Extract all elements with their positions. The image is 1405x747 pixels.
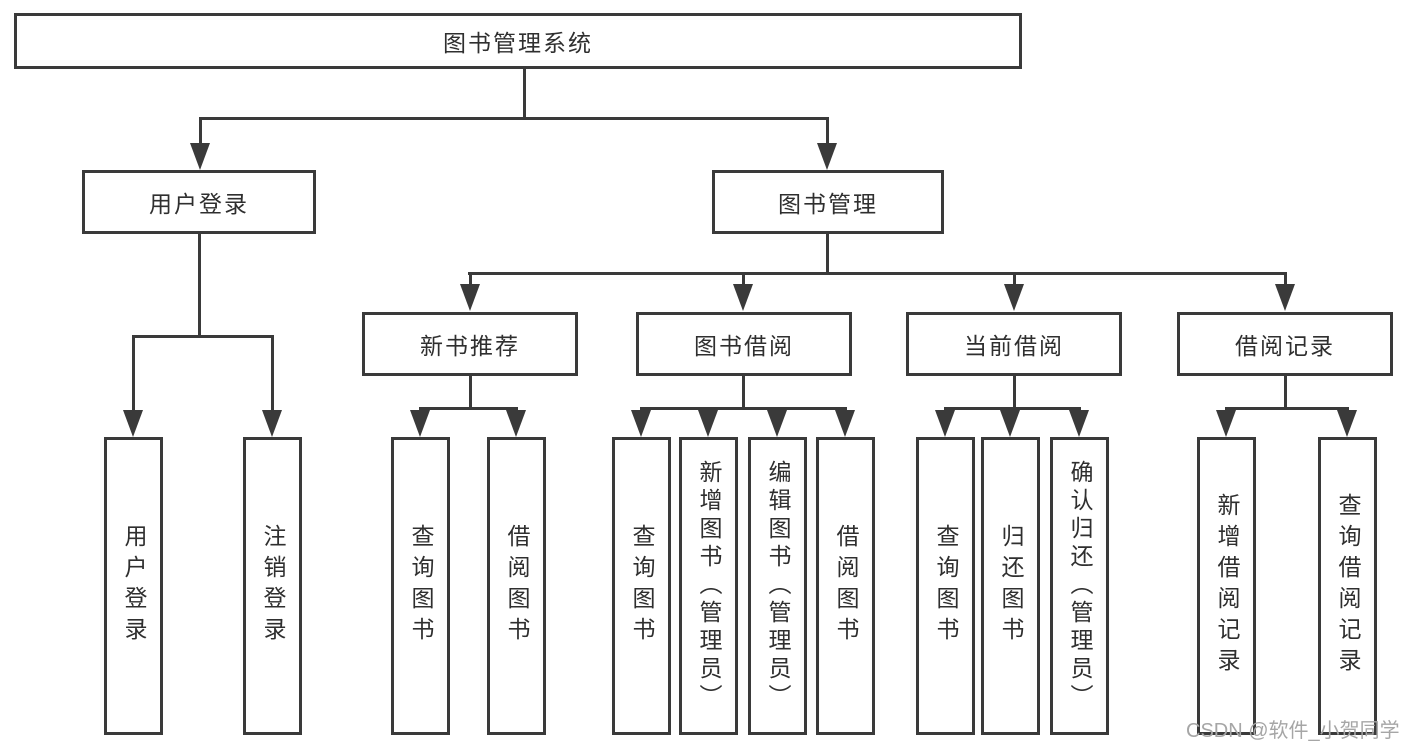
node-label: 当前借阅 bbox=[964, 333, 1064, 359]
arrow-down-icon bbox=[835, 410, 855, 437]
arrow-down-icon bbox=[1004, 284, 1024, 311]
connector-line bbox=[199, 118, 202, 145]
arrow-down-icon bbox=[817, 143, 837, 170]
connector-line bbox=[419, 407, 518, 410]
leaf-logout: 注销登录 bbox=[243, 437, 302, 735]
connector-line bbox=[826, 118, 829, 145]
arrow-down-icon bbox=[410, 410, 430, 437]
node-label: 编辑图书（管理员） bbox=[765, 460, 791, 712]
connector-line bbox=[1013, 375, 1016, 409]
node-label: 查询图书 bbox=[408, 524, 434, 648]
node-label: 图书管理 bbox=[778, 191, 878, 217]
node-label: 新增借阅记录 bbox=[1214, 493, 1240, 679]
node-current-borrowing: 当前借阅 bbox=[906, 312, 1122, 376]
node-label: 归还图书 bbox=[998, 524, 1024, 648]
arrow-down-icon bbox=[767, 410, 787, 437]
connector-line bbox=[1013, 274, 1016, 285]
connector-line bbox=[132, 335, 274, 338]
node-label: 图书借阅 bbox=[694, 333, 794, 359]
arrow-down-icon bbox=[698, 410, 718, 437]
connector-line bbox=[742, 375, 745, 409]
node-new-book-recommendation: 新书推荐 bbox=[362, 312, 578, 376]
node-label: 查询借阅记录 bbox=[1335, 493, 1361, 679]
connector-line bbox=[1284, 375, 1287, 409]
arrow-down-icon bbox=[1275, 284, 1295, 311]
watermark: CSDN @软件_小贺同学 bbox=[1186, 720, 1400, 742]
connector-line bbox=[523, 67, 526, 119]
arrow-down-icon bbox=[733, 284, 753, 311]
node-label: 注销登录 bbox=[260, 524, 286, 648]
node-label: 借阅记录 bbox=[1235, 333, 1335, 359]
leaf-query-borrow-record: 查询借阅记录 bbox=[1318, 437, 1377, 735]
connector-line bbox=[469, 375, 472, 409]
arrow-down-icon bbox=[1069, 410, 1089, 437]
leaf-borrow-books-borrowing: 借阅图书 bbox=[816, 437, 875, 735]
arrow-down-icon bbox=[262, 410, 282, 437]
connector-line bbox=[944, 407, 1081, 410]
arrow-down-icon bbox=[631, 410, 651, 437]
node-label: 用户登录 bbox=[121, 524, 147, 648]
leaf-return-books: 归还图书 bbox=[981, 437, 1040, 735]
node-label: 借阅图书 bbox=[833, 524, 859, 648]
node-label: 新书推荐 bbox=[420, 333, 520, 359]
connector-line bbox=[742, 274, 745, 285]
connector-line bbox=[199, 117, 829, 120]
connector-line bbox=[271, 337, 274, 411]
node-book-management: 图书管理 bbox=[712, 170, 944, 234]
arrow-down-icon bbox=[190, 143, 210, 170]
arrow-down-icon bbox=[1337, 410, 1357, 437]
arrow-down-icon bbox=[1216, 410, 1236, 437]
node-borrowing-records: 借阅记录 bbox=[1177, 312, 1393, 376]
leaf-borrow-books-recommend: 借阅图书 bbox=[487, 437, 546, 735]
node-user-login: 用户登录 bbox=[82, 170, 316, 234]
node-label: 确认归还（管理员） bbox=[1067, 460, 1093, 712]
connector-line bbox=[468, 272, 1287, 275]
leaf-user-login: 用户登录 bbox=[104, 437, 163, 735]
node-label: 新增图书（管理员） bbox=[696, 460, 722, 712]
leaf-query-books-current: 查询图书 bbox=[916, 437, 975, 735]
connector-line bbox=[826, 233, 829, 275]
arrow-down-icon bbox=[506, 410, 526, 437]
connector-line bbox=[469, 274, 472, 285]
leaf-query-books-borrowing: 查询图书 bbox=[612, 437, 671, 735]
node-label: 查询图书 bbox=[933, 524, 959, 648]
leaf-confirm-return-admin: 确认归还（管理员） bbox=[1050, 437, 1109, 735]
leaf-query-books-recommend: 查询图书 bbox=[391, 437, 450, 735]
connector-line bbox=[640, 407, 847, 410]
connector-line bbox=[1225, 407, 1349, 410]
arrow-down-icon bbox=[123, 410, 143, 437]
node-book-borrowing: 图书借阅 bbox=[636, 312, 852, 376]
node-library-management-system: 图书管理系统 bbox=[14, 13, 1022, 69]
leaf-edit-books-admin: 编辑图书（管理员） bbox=[748, 437, 807, 735]
node-label: 借阅图书 bbox=[504, 524, 530, 648]
arrow-down-icon bbox=[460, 284, 480, 311]
node-label: 用户登录 bbox=[149, 191, 249, 217]
arrow-down-icon bbox=[1000, 410, 1020, 437]
node-label: 图书管理系统 bbox=[443, 30, 593, 56]
connector-line bbox=[198, 233, 201, 337]
leaf-add-borrow-record: 新增借阅记录 bbox=[1197, 437, 1256, 735]
connector-line bbox=[1284, 274, 1287, 285]
connector-line bbox=[132, 337, 135, 411]
leaf-add-books-admin: 新增图书（管理员） bbox=[679, 437, 738, 735]
arrow-down-icon bbox=[935, 410, 955, 437]
node-label: 查询图书 bbox=[629, 524, 655, 648]
